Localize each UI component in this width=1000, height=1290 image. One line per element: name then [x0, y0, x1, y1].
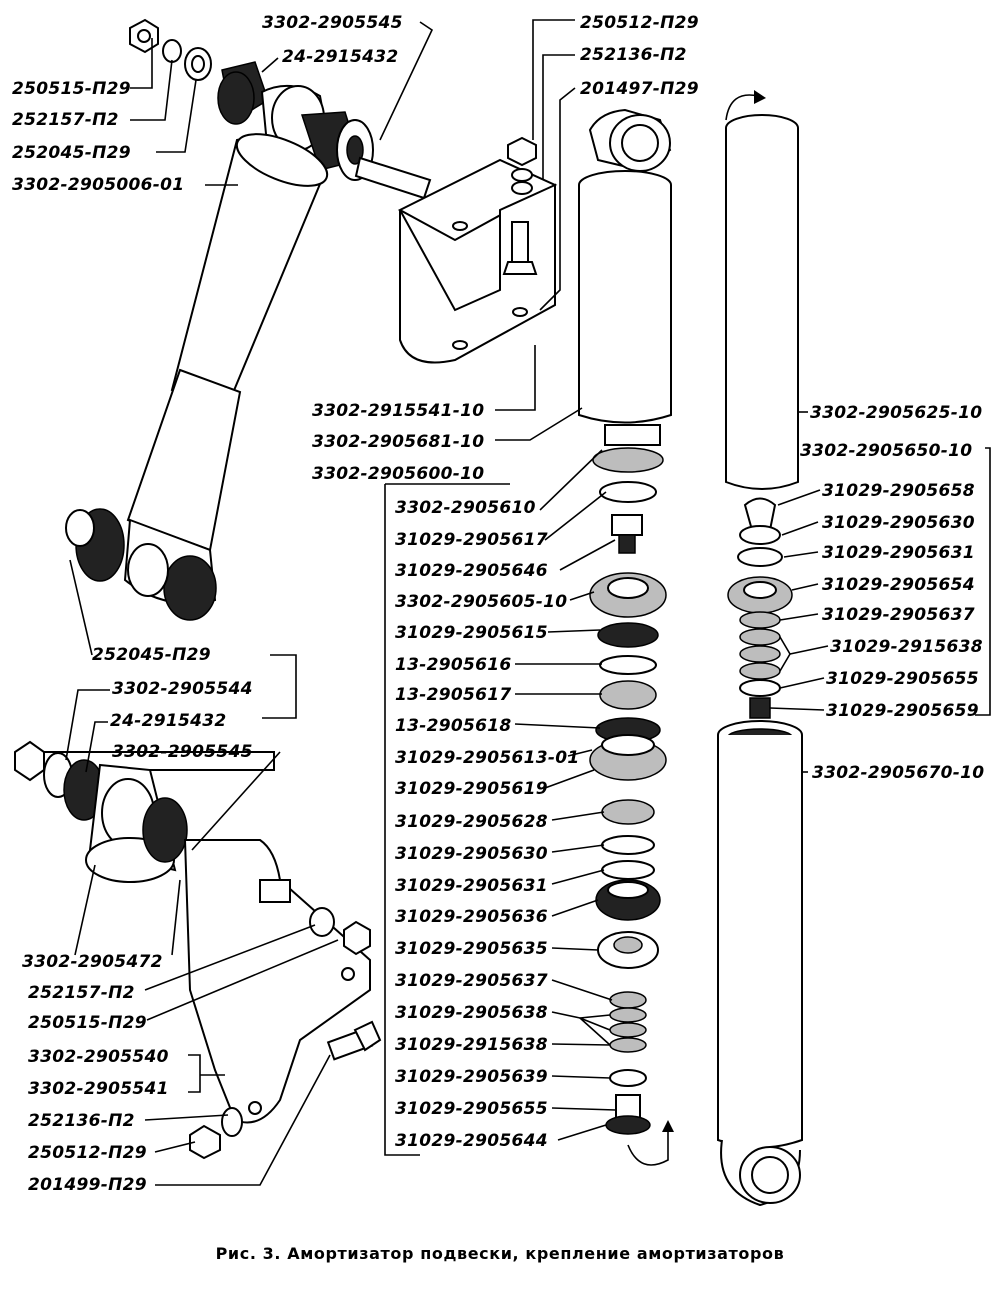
lower-bracket-bolt [326, 1020, 382, 1061]
label: 31029-2905659 [826, 701, 979, 721]
label: 31029-2905635 [395, 939, 548, 959]
upper-shock-body [126, 133, 329, 552]
label: 250512-П29 [28, 1143, 147, 1163]
label: 31029-2905654 [822, 575, 975, 595]
top-spring-washer [162, 39, 182, 63]
right-dust-cover [725, 114, 799, 490]
top-rubber-bushing [217, 61, 269, 125]
label: 31029-2905637 [822, 605, 975, 625]
label: 31029-2905628 [395, 812, 548, 832]
top-rotation-arrow [725, 94, 759, 121]
label: 31029-2905637 [395, 971, 548, 991]
label: 201499-П29 [28, 1175, 147, 1195]
top-pin [354, 156, 432, 200]
label: 31029-2905655 [395, 1099, 548, 1119]
label: 252045-П29 [12, 143, 131, 163]
label: 31029-2905617 [395, 530, 548, 550]
top-spacer-washer-hole [346, 135, 364, 165]
label: 3302-2905650-10 [800, 441, 972, 461]
label: 3302-2905545 [112, 742, 253, 762]
middle-upper-eye [588, 108, 672, 172]
bottom-eye-left [65, 508, 217, 621]
upper-bracket-nut [507, 136, 537, 195]
lower-bracket [183, 839, 371, 1124]
label: 31029-2905644 [395, 1131, 548, 1151]
top-flat-washer-hole [191, 55, 205, 73]
label: 3302-2905681-10 [312, 432, 484, 452]
label: 3302-2905544 [112, 679, 253, 699]
label: 31029-2905636 [395, 907, 548, 927]
label: 252136-П2 [580, 45, 687, 65]
label: 3302-2905610 [395, 498, 536, 518]
label: 3302-2905006-01 [12, 175, 184, 195]
part-labels: 250515-П29 252157-П2 252045-П29 3302-290… [12, 13, 984, 1195]
lower-nut-washer [309, 907, 371, 956]
label: 31029-2905615 [395, 623, 548, 643]
label: 31029-2905631 [395, 876, 548, 896]
label: 13-2905616 [395, 655, 512, 675]
label: 201497-П29 [580, 79, 699, 99]
label: 252136-П2 [28, 1111, 135, 1131]
label: 3302-2905545 [262, 13, 403, 33]
label: 3302-2905472 [22, 952, 163, 972]
label: 250512-П29 [580, 13, 699, 33]
label: 31029-2905646 [395, 561, 548, 581]
label: 3302-2915541-10 [312, 401, 484, 421]
label: 3302-2905605-10 [395, 592, 567, 612]
right-stack [727, 497, 793, 719]
label: 31029-2905658 [822, 481, 975, 501]
middle-stack [589, 424, 667, 1135]
upper-bracket-bolt [502, 221, 538, 275]
label: 252157-П2 [28, 983, 135, 1003]
label: 31029-2915638 [830, 637, 983, 657]
label: 31029-2905631 [822, 543, 975, 563]
middle-upper-tube [578, 170, 672, 424]
label: 252157-П2 [12, 110, 119, 130]
bottom-rotation-arrowhead [662, 1120, 674, 1132]
label: 250515-П29 [28, 1013, 147, 1033]
right-lower-tube [717, 720, 803, 1149]
label: 250515-П29 [12, 79, 131, 99]
label: 31029-2905655 [826, 669, 979, 689]
label: 24-2915432 [282, 47, 399, 67]
label: 31029-2905613-01 [395, 748, 580, 768]
label: 13-2905617 [395, 685, 512, 705]
label: 252045-П29 [92, 645, 211, 665]
label: 13-2905618 [395, 716, 512, 736]
label: 31029-2905619 [395, 779, 548, 799]
leader-lines [65, 19, 991, 1186]
label: 31029-2905638 [395, 1003, 548, 1023]
label: 3302-2905540 [28, 1047, 169, 1067]
label: 31029-2915638 [395, 1035, 548, 1055]
figure-caption: Рис. 3. Амортизатор подвески, крепление … [215, 1244, 785, 1263]
lower-rubber-b [142, 797, 188, 863]
label: 31029-2905630 [395, 844, 548, 864]
label: 3302-2905625-10 [810, 403, 982, 423]
top-rotation-arrowhead [754, 90, 766, 104]
bottom-rotation-arrow [627, 1130, 669, 1166]
top-nut [129, 18, 159, 54]
label: 3302-2905600-10 [312, 464, 484, 484]
label: 3302-2905670-10 [812, 763, 984, 783]
right-lower-eye [720, 1139, 801, 1207]
label: 3302-2905541 [28, 1079, 169, 1099]
label: 24-2915432 [110, 711, 227, 731]
label: 31029-2905639 [395, 1067, 548, 1087]
label: 31029-2905630 [822, 513, 975, 533]
